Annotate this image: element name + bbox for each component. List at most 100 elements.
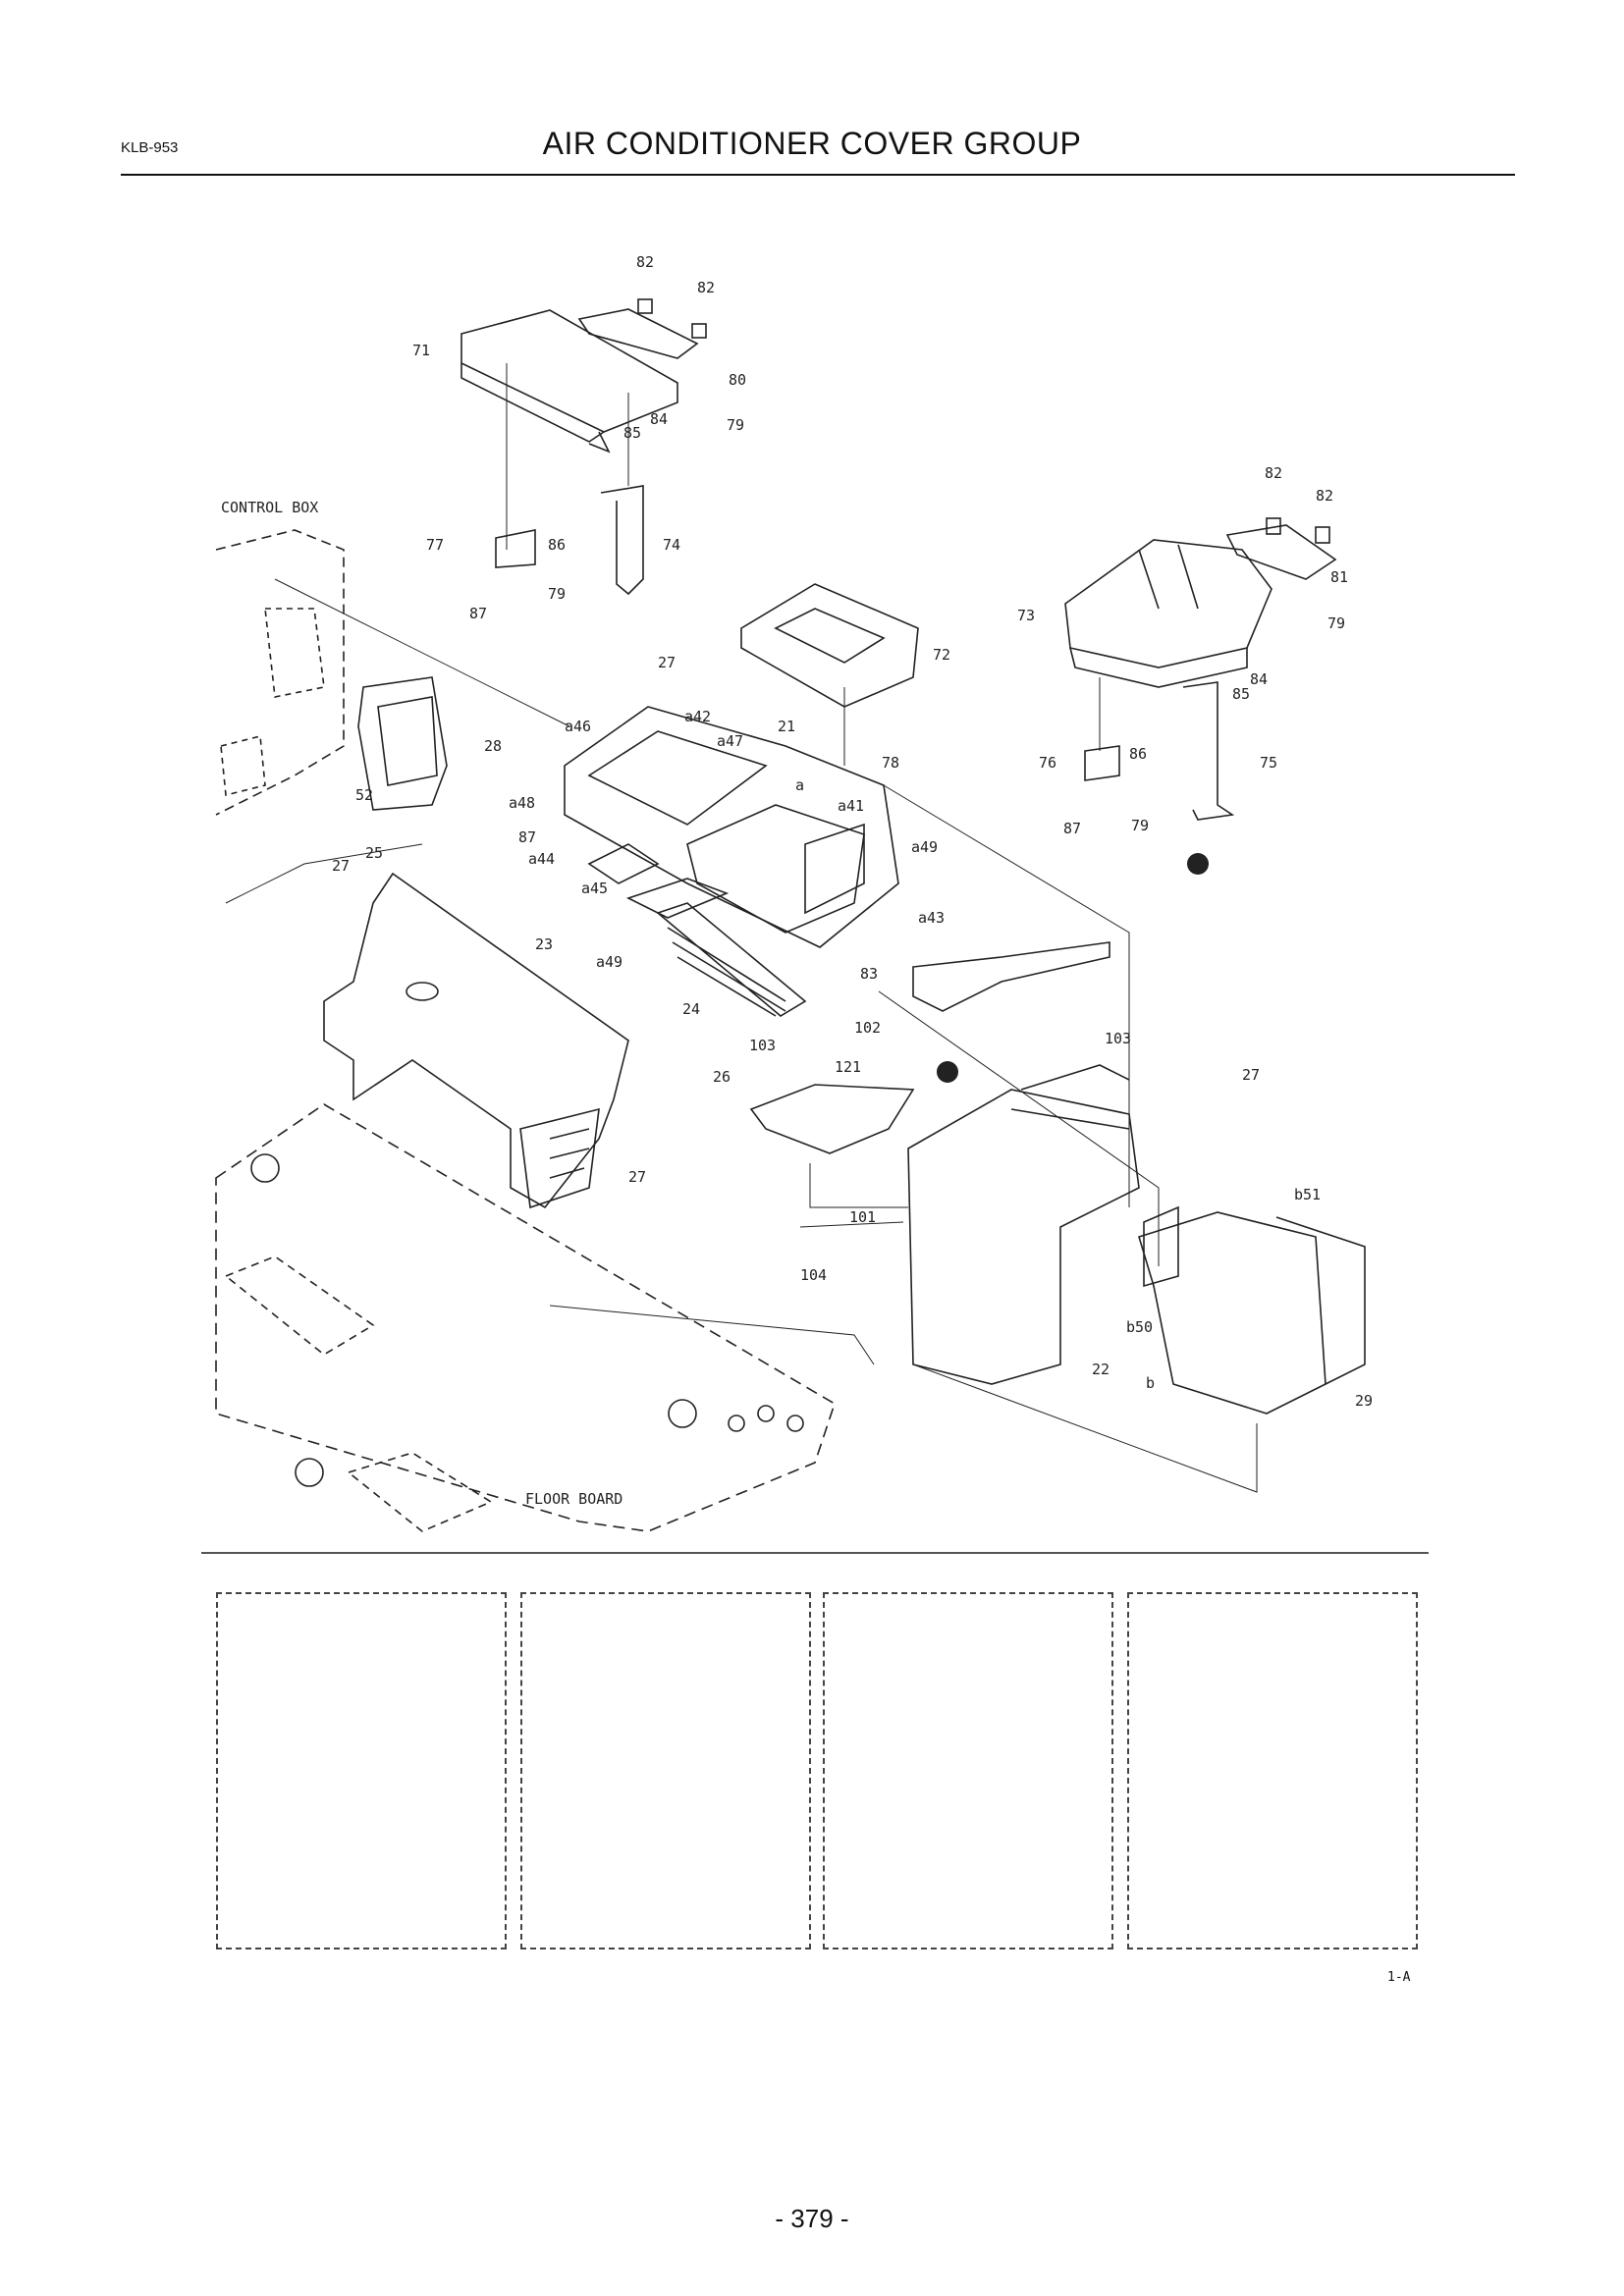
svg-text:75: 75 (1260, 754, 1277, 772)
page-number: - 379 - (775, 2204, 849, 2233)
part-24-louver (656, 902, 807, 1017)
control-box-outline (215, 529, 345, 816)
svg-text:104: 104 (800, 1266, 827, 1284)
svg-text:a45: a45 (581, 880, 608, 897)
svg-text:25: 25 (365, 844, 383, 862)
svg-text:b51: b51 (1294, 1186, 1321, 1203)
title-rule (121, 174, 1515, 176)
svg-text:87: 87 (1063, 820, 1081, 837)
separator-rule (201, 1552, 1429, 1554)
part-83-seal (912, 941, 1110, 1012)
part-52-duct (357, 676, 448, 811)
part-77-plate (495, 529, 536, 568)
part-101-duct (907, 1089, 1140, 1385)
option-box (520, 1592, 811, 1949)
svg-text:76: 76 (1039, 754, 1056, 772)
svg-text:77: 77 (426, 536, 444, 554)
svg-text:27: 27 (1242, 1066, 1260, 1084)
part-72-cover (740, 583, 919, 708)
svg-text:82: 82 (636, 253, 654, 271)
svg-text:79: 79 (548, 585, 566, 603)
svg-text:79: 79 (727, 416, 744, 434)
svg-text:a: a (795, 776, 804, 794)
svg-text:b50: b50 (1126, 1318, 1153, 1336)
part-76-plate (1084, 745, 1120, 781)
svg-text:86: 86 (548, 536, 566, 554)
option-box (823, 1592, 1113, 1949)
page-title: AIR CONDITIONER COVER GROUP (542, 126, 1082, 161)
document-code: KLB-953 (121, 139, 179, 156)
svg-text:a44: a44 (528, 850, 555, 868)
svg-text:b: b (1146, 1374, 1155, 1392)
svg-text:103: 103 (749, 1037, 776, 1054)
svg-text:22: 22 (1092, 1361, 1110, 1378)
control-box-label: CONTROL BOX (221, 499, 318, 516)
svg-text:29: 29 (1355, 1392, 1373, 1410)
svg-text:103: 103 (1105, 1030, 1131, 1047)
part-23-panel (323, 872, 629, 1209)
part-b51-filter (1275, 1216, 1366, 1385)
svg-text:27: 27 (628, 1168, 646, 1186)
svg-text:a47: a47 (717, 732, 743, 750)
svg-text:26: 26 (713, 1068, 731, 1086)
svg-text:80: 80 (729, 371, 746, 389)
svg-text:83: 83 (860, 965, 878, 983)
svg-text:A: A (1192, 855, 1201, 873)
figure-id: 1-A (1387, 1970, 1411, 1985)
svg-text:52: 52 (355, 786, 373, 804)
part-75-stay (1182, 681, 1235, 821)
svg-text:28: 28 (484, 737, 502, 755)
svg-text:71: 71 (412, 342, 430, 359)
floor-board-label: FLOOR BOARD (525, 1490, 623, 1508)
svg-text:73: 73 (1017, 607, 1035, 624)
svg-text:82: 82 (1316, 487, 1333, 505)
svg-text:74: 74 (663, 536, 680, 554)
svg-text:84: 84 (1250, 670, 1268, 688)
svg-text:84: 84 (650, 410, 668, 428)
part-22-cover (1138, 1211, 1326, 1415)
svg-text:a49: a49 (596, 953, 623, 971)
svg-text:81: 81 (1330, 568, 1348, 586)
option-box (216, 1592, 507, 1949)
svg-text:27: 27 (658, 654, 676, 671)
part-73-cover (1064, 539, 1272, 668)
svg-text:87: 87 (469, 605, 487, 622)
part-a44-filter (587, 843, 660, 884)
svg-text:86: 86 (1129, 745, 1147, 763)
svg-text:a43: a43 (918, 909, 945, 927)
part-81-bracket (1225, 524, 1337, 580)
svg-text:24: 24 (682, 1000, 700, 1018)
part-a45-plate (625, 878, 730, 919)
svg-text:82: 82 (1265, 464, 1282, 482)
svg-text:78: 78 (882, 754, 899, 772)
svg-text:21: 21 (778, 718, 795, 735)
floor-board-outline (215, 1103, 836, 1532)
svg-text:87: 87 (518, 828, 536, 846)
svg-text:a41: a41 (838, 797, 864, 815)
svg-text:A: A (943, 1063, 951, 1081)
svg-text:a46: a46 (565, 718, 591, 735)
svg-text:121: 121 (835, 1058, 861, 1076)
svg-text:72: 72 (933, 646, 950, 664)
part-b50-seal (1143, 1205, 1179, 1288)
svg-text:85: 85 (1232, 685, 1250, 703)
svg-text:102: 102 (854, 1019, 881, 1037)
marker-a-icon (937, 853, 1209, 1083)
svg-text:79: 79 (1131, 817, 1149, 834)
svg-text:a42: a42 (684, 708, 711, 725)
option-box (1127, 1592, 1418, 1949)
svg-text:a48: a48 (509, 794, 535, 812)
svg-text:85: 85 (623, 424, 641, 442)
svg-text:79: 79 (1327, 614, 1345, 632)
svg-text:23: 23 (535, 935, 553, 953)
part-74-stay (600, 485, 644, 596)
svg-text:101: 101 (849, 1208, 876, 1226)
part-121-tray (749, 1084, 915, 1154)
part-80-bracket (577, 308, 699, 359)
svg-text:a49: a49 (911, 838, 938, 856)
svg-text:27: 27 (332, 857, 350, 875)
part-71-cover (460, 309, 678, 433)
part-21-frame (564, 706, 899, 948)
svg-text:82: 82 (697, 279, 715, 296)
